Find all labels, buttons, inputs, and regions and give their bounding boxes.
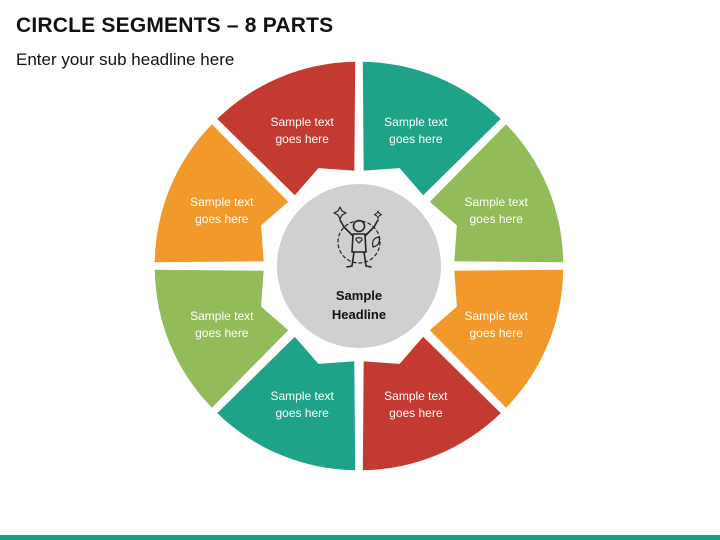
hub-circle	[277, 184, 441, 348]
segment-1	[362, 61, 501, 199]
segment-5	[217, 333, 356, 471]
slide-subtitle: Enter your sub headline here	[16, 50, 235, 69]
segment-8	[217, 61, 356, 199]
segment-4	[362, 333, 501, 471]
segment-6-label-line2: goes here	[195, 326, 249, 340]
segment-2-label-line2: goes here	[470, 212, 524, 226]
segment-4-label-line2: goes here	[389, 406, 443, 420]
segment-6-label-line1: Sample text	[190, 309, 254, 323]
segment-1-label-line2: goes here	[389, 132, 443, 146]
center-headline-line2: Headline	[332, 307, 386, 322]
segment-3-label-line2: goes here	[470, 326, 524, 340]
segment-1-label-line1: Sample text	[384, 115, 448, 129]
center-hub: Sample Headline	[261, 168, 457, 364]
segment-2-label-line1: Sample text	[465, 195, 529, 209]
segment-7-label-line2: goes here	[195, 212, 249, 226]
segment-7	[154, 124, 292, 263]
segment-8-label-line2: goes here	[275, 132, 329, 146]
segment-4-label-line1: Sample text	[384, 389, 448, 403]
segment-6	[154, 269, 292, 408]
slide-title: CIRCLE SEGMENTS – 8 PARTS	[16, 14, 334, 37]
center-headline-line1: Sample	[336, 288, 382, 303]
segment-8-label-line1: Sample text	[270, 115, 334, 129]
segment-2	[426, 124, 564, 263]
segment-3	[426, 269, 564, 408]
segment-5-label-line2: goes here	[275, 406, 329, 420]
segment-5-label-line1: Sample text	[270, 389, 334, 403]
footer-accent-bar	[0, 535, 720, 540]
person-celebrating-icon	[333, 206, 383, 268]
segment-3-label-line1: Sample text	[465, 309, 529, 323]
segment-7-label-line1: Sample text	[190, 195, 254, 209]
